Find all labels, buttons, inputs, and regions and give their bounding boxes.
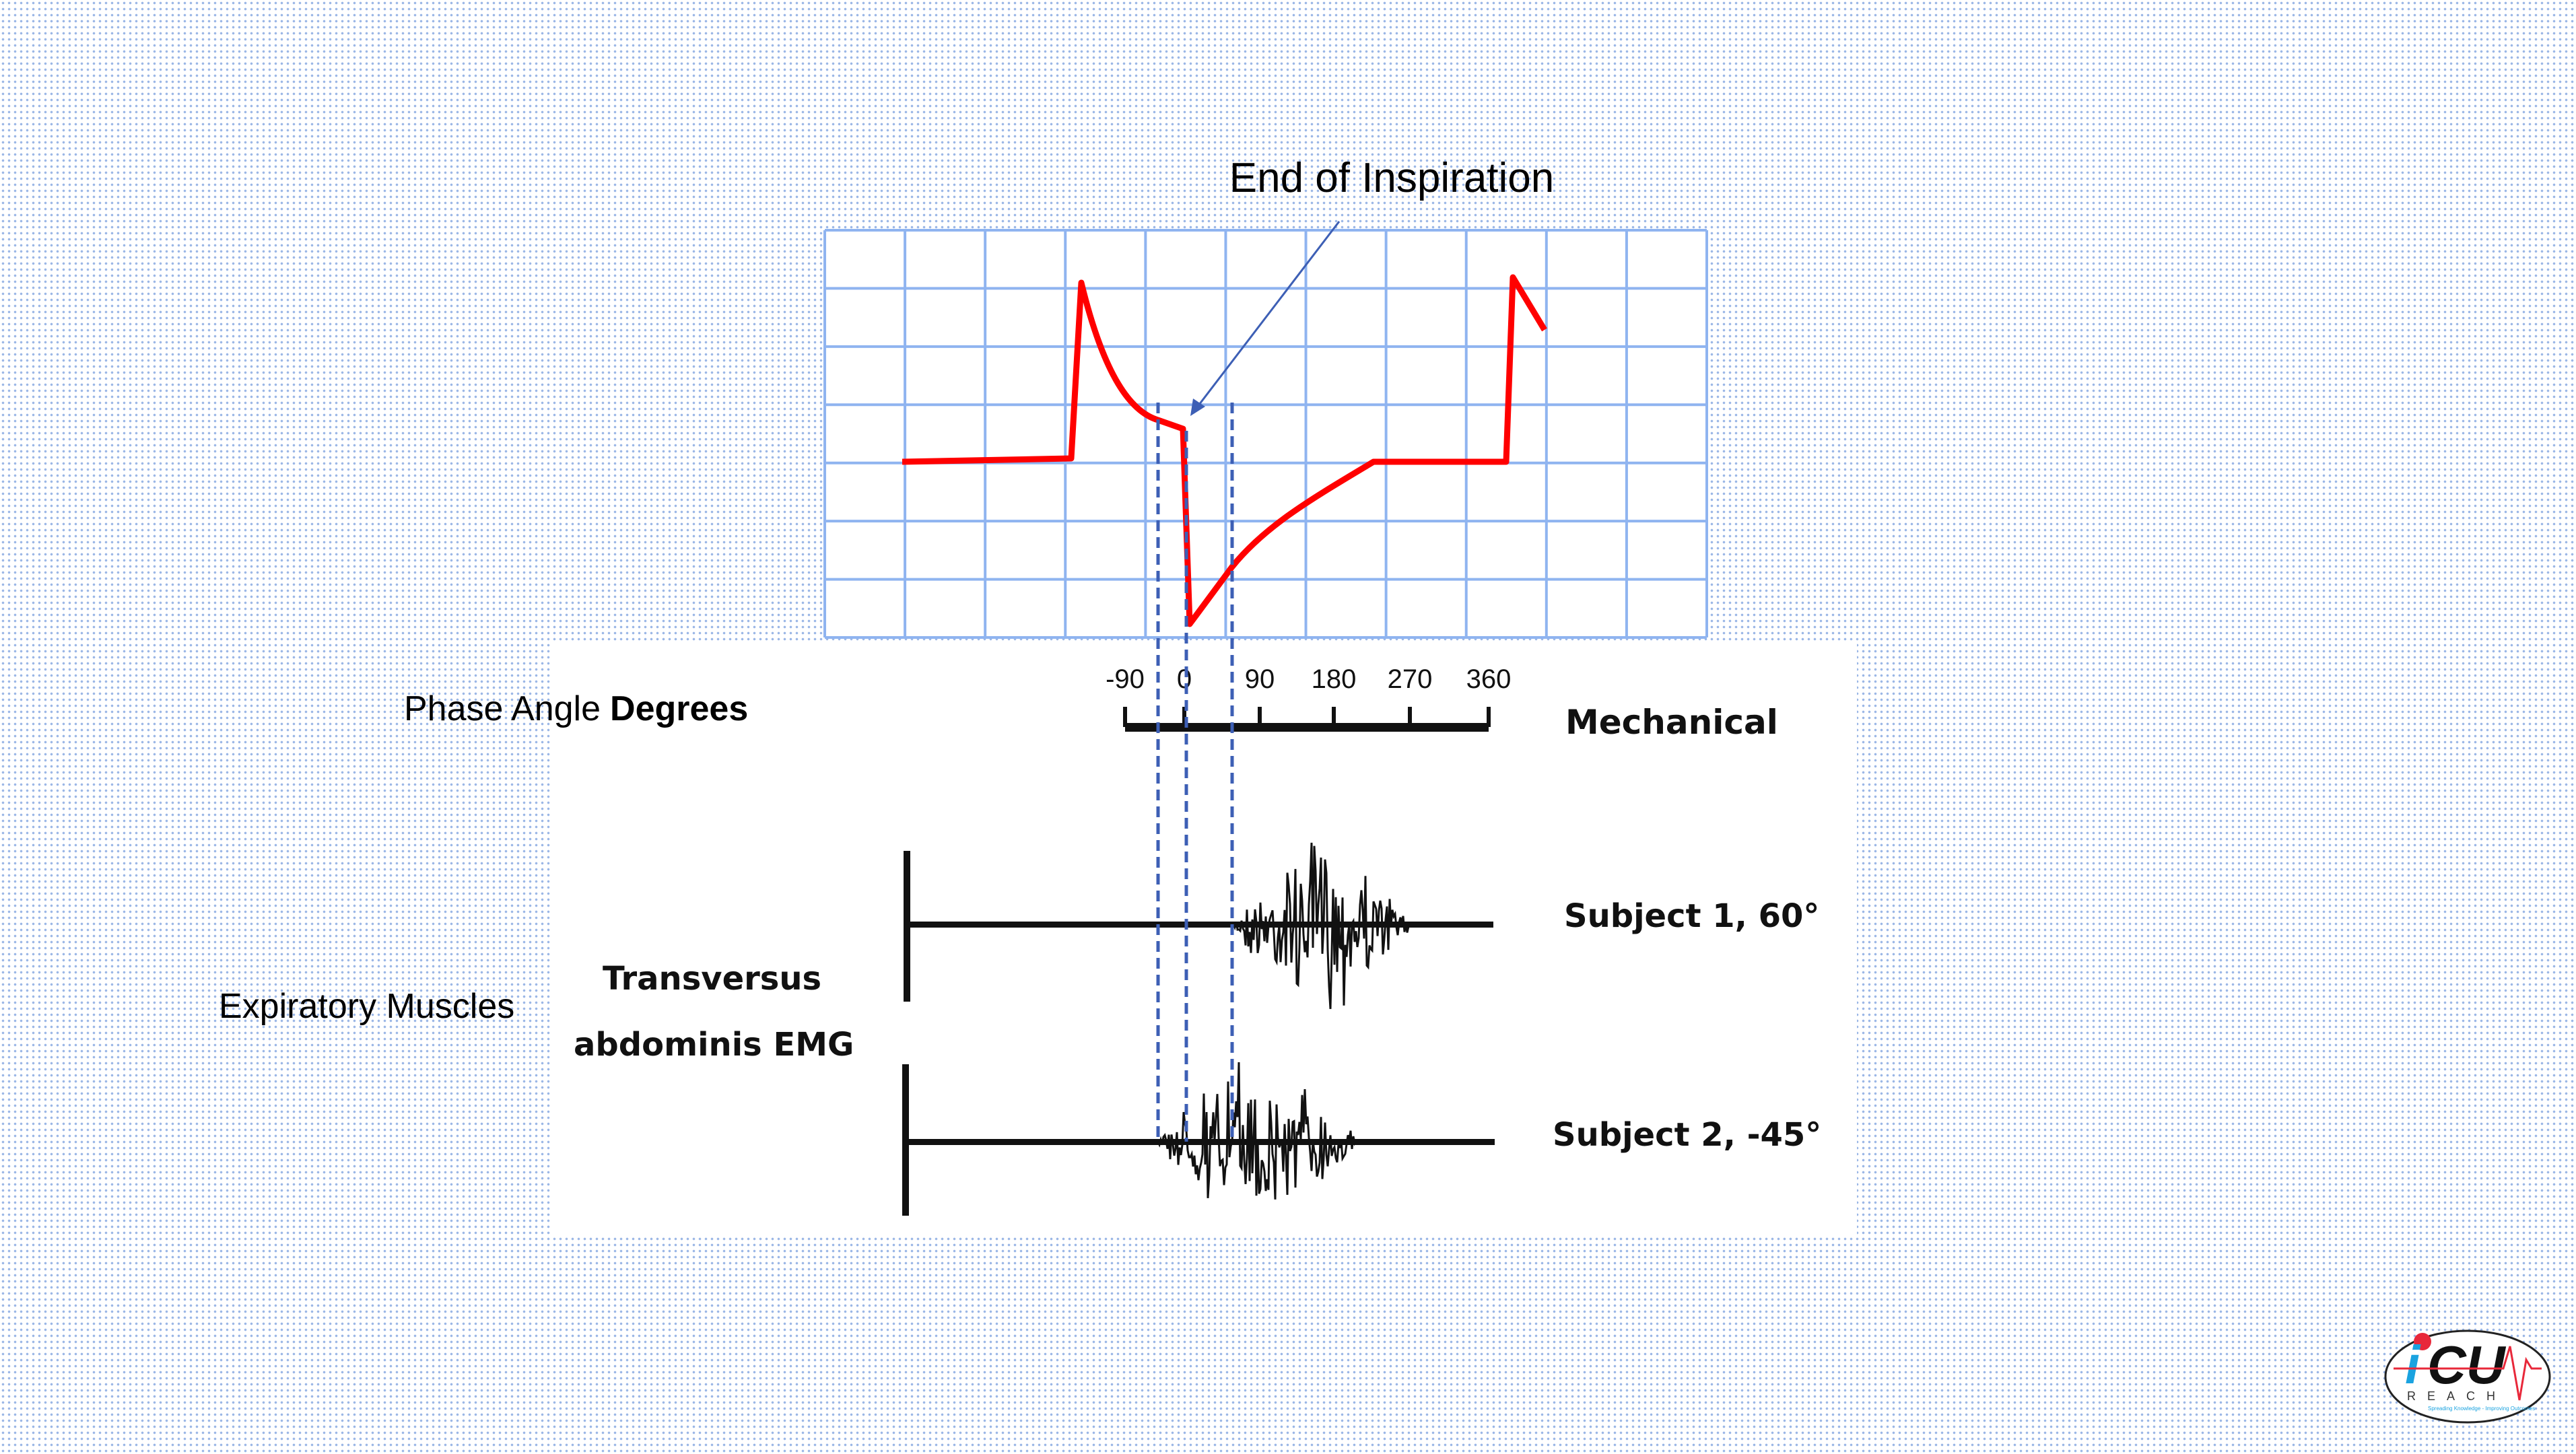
axis-tick <box>1408 707 1412 727</box>
axis-tick-label: 360 <box>1466 664 1512 694</box>
emg-trace-subject-1 <box>904 842 1493 1009</box>
svg-text:i: i <box>2405 1335 2421 1395</box>
grid-background <box>825 230 1707 637</box>
svg-text:REACH: REACH <box>2407 1389 2507 1403</box>
axis-tick <box>1182 707 1186 727</box>
annotation-arrow <box>1196 221 1341 408</box>
svg-text:Spreading Knowledge - Improvin: Spreading Knowledge - Improving Outcomes <box>2428 1406 2535 1412</box>
svg-text:CU: CU <box>2427 1335 2507 1395</box>
subject-2-label: Subject 2, -45° <box>1553 1116 1821 1154</box>
emg-trace-subject-2 <box>902 1062 1495 1216</box>
muscle-label-line2: abdominis EMG <box>574 1026 854 1064</box>
axis-tick <box>1258 707 1262 727</box>
phase-axis: -90 0 90 180 270 360 <box>1106 664 1511 732</box>
mechanical-label: Mechanical <box>1565 703 1778 742</box>
axis-tick-label: 270 <box>1388 664 1433 694</box>
subject-1-label: Subject 1, 60° <box>1564 897 1819 935</box>
axis-tick <box>1332 707 1336 727</box>
axis-tick <box>1487 707 1491 727</box>
muscle-label-line1: Transversus <box>603 960 821 998</box>
emg-burst <box>1231 842 1437 1009</box>
axis-bar <box>1125 723 1489 732</box>
end-of-inspiration-label: End of Inspiration <box>1229 155 1555 201</box>
emg-burst <box>1157 1062 1388 1200</box>
axis-tick-label: 0 <box>1177 664 1192 694</box>
icu-reach-logo: i CU REACH Spreading Knowledge - Improvi… <box>2384 1329 2551 1424</box>
axis-tick-label: -90 <box>1106 664 1145 694</box>
arrowhead-icon <box>1190 399 1205 416</box>
pressure-waveform <box>902 274 1547 627</box>
axis-tick-label: 180 <box>1312 664 1357 694</box>
axis-tick-label: 90 <box>1245 664 1275 694</box>
axis-tick <box>1123 707 1127 727</box>
waveform-grid <box>823 229 1708 639</box>
phase-guide-lines <box>1156 403 1234 1142</box>
expiratory-muscles-label: Expiratory Muscles <box>219 987 514 1026</box>
